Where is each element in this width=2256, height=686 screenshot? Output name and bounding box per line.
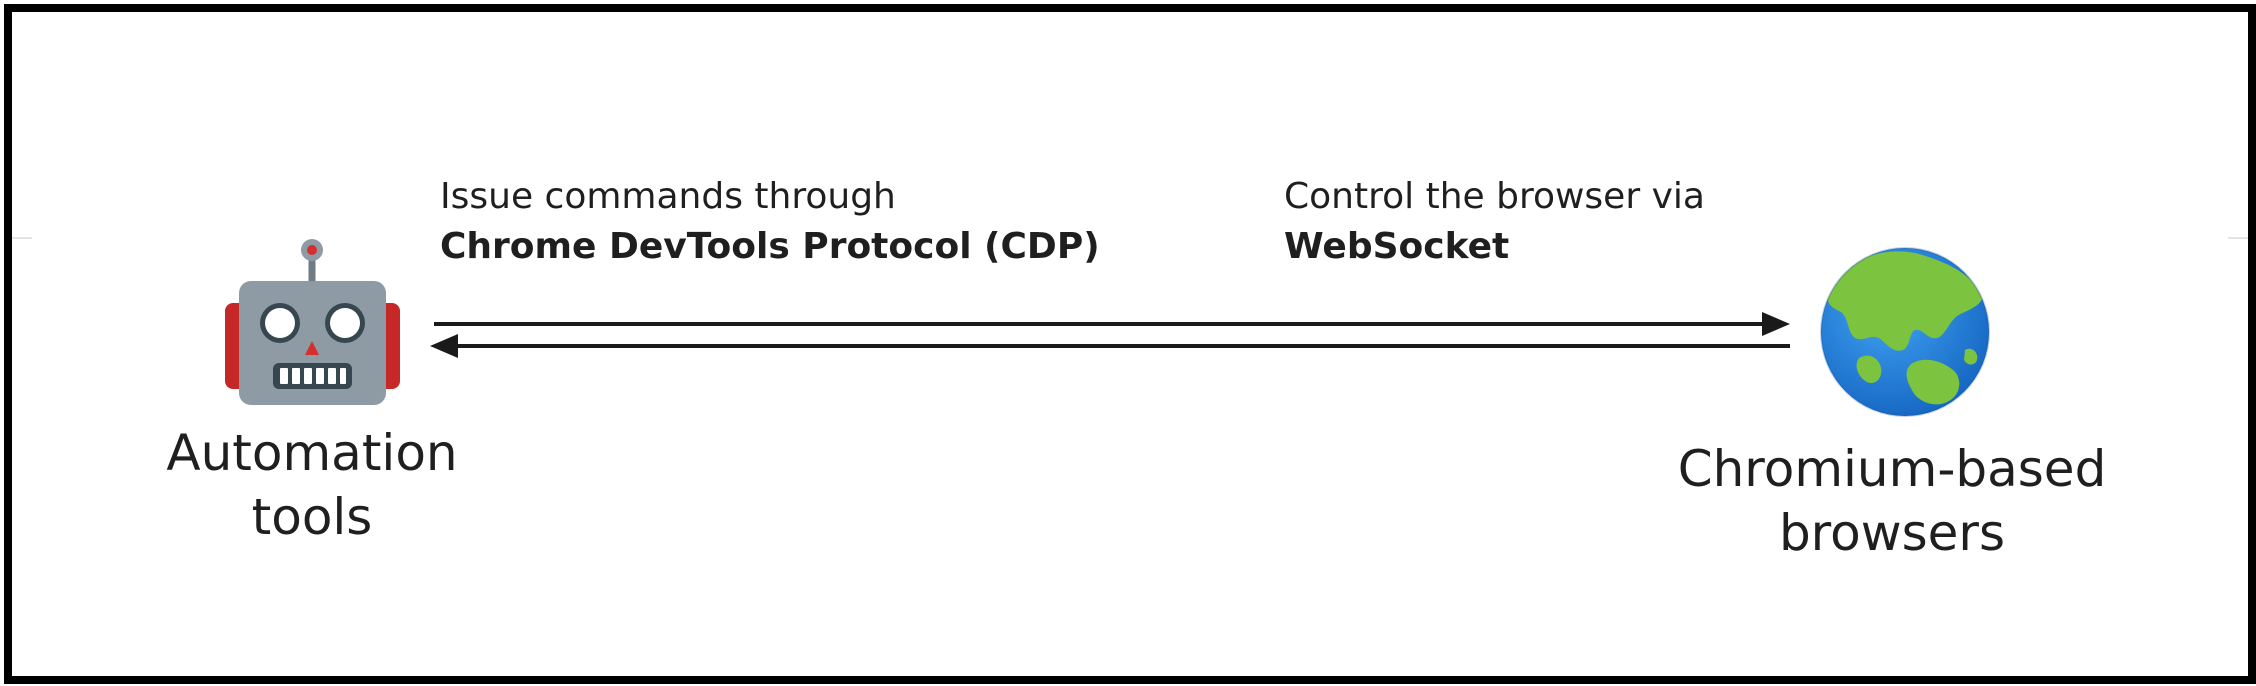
robot-antenna-light: [307, 245, 317, 255]
robot-teeth: [280, 368, 346, 384]
arrow-backward-head: [430, 334, 458, 358]
websocket-annotation-line1: Control the browser via: [1284, 176, 1705, 217]
websocket-annotation: Control the browser via WebSocket: [1284, 172, 1705, 272]
chromium-browsers-label-line2: browsers: [1778, 504, 2006, 562]
frame-divider-right: [2228, 237, 2248, 239]
globe-outline: [1820, 247, 1990, 417]
cdp-annotation-line2: Chrome DevTools Protocol (CDP): [440, 226, 1100, 267]
cdp-annotation-line1: Issue commands through: [440, 176, 896, 217]
diagram-frame: Automation tools Chromium-based browsers…: [4, 4, 2256, 684]
bidirectional-arrows: [430, 312, 1790, 358]
arrow-forward-head: [1762, 312, 1790, 336]
automation-tools-label-line1: Automation: [166, 424, 458, 482]
chromium-browsers-label-line1: Chromium-based: [1677, 440, 2107, 498]
globe-icon: [1820, 247, 1990, 417]
automation-tools-label-line2: tools: [251, 488, 373, 546]
robot-eye-right: [330, 308, 360, 338]
automation-tools-label: Automation tools: [142, 421, 482, 549]
cdp-annotation: Issue commands through Chrome DevTools P…: [440, 172, 1100, 272]
frame-divider-left: [12, 237, 32, 239]
globe-land: [1827, 251, 1984, 405]
robot-eye-left: [265, 308, 295, 338]
robot-nose: [305, 341, 319, 355]
chromium-browsers-label: Chromium-based browsers: [1652, 437, 2132, 565]
robot-icon: [225, 239, 400, 405]
websocket-annotation-line2: WebSocket: [1284, 226, 1510, 267]
